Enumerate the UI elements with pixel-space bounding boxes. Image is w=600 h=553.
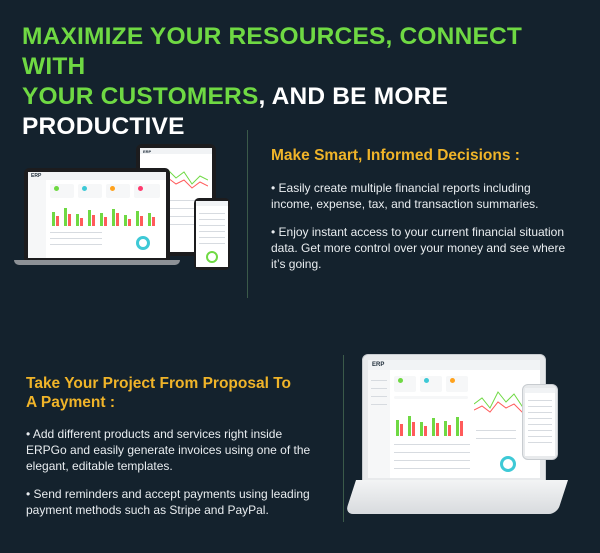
laptop-device-2: ERP bbox=[362, 354, 546, 482]
section2-bullet-2: • Send reminders and accept payments usi… bbox=[26, 487, 310, 517]
headline-part3: , AND BE MORE PRODUCTIVE bbox=[22, 83, 449, 140]
laptop-keyboard-2 bbox=[344, 480, 568, 514]
section1-bullet-2: • Enjoy instant access to your current f… bbox=[271, 225, 566, 271]
hero-headline: MAXIMIZE YOUR RESOURCES, CONNECT WITH YO… bbox=[22, 22, 592, 142]
tablet-logo: ERP bbox=[143, 149, 152, 154]
phone-device bbox=[194, 198, 230, 270]
section2-title: Take Your Project From Proposal To A Pay… bbox=[26, 374, 326, 412]
headline-part1: MAXIMIZE YOUR RESOURCES, CONNECT WITH bbox=[22, 23, 523, 80]
section2-title-line2: A Payment : bbox=[26, 394, 116, 411]
laptop-base bbox=[14, 260, 180, 265]
headline-part2: YOUR CUSTOMERS bbox=[22, 83, 259, 110]
section2-divider bbox=[343, 355, 344, 522]
laptop-logo: ERP bbox=[31, 173, 42, 179]
section1-bullet-1: • Easily create multiple financial repor… bbox=[271, 181, 539, 211]
phone-device-2 bbox=[522, 384, 558, 460]
laptop2-logo: ERP bbox=[372, 362, 385, 368]
section2-title-line1: Take Your Project From Proposal To bbox=[26, 375, 291, 392]
laptop2-bar-chart bbox=[396, 416, 463, 436]
devices-mockup-2: ERP bbox=[344, 354, 592, 524]
section1-divider bbox=[247, 130, 248, 298]
laptop-device: ERP bbox=[24, 168, 170, 260]
laptop-bar-chart bbox=[52, 208, 155, 226]
section2-bullet-1: • Add different products and services ri… bbox=[26, 427, 311, 473]
section1-title: Make Smart, Informed Decisions : bbox=[271, 147, 520, 164]
devices-mockup-1: ERP ERP bbox=[10, 140, 240, 275]
